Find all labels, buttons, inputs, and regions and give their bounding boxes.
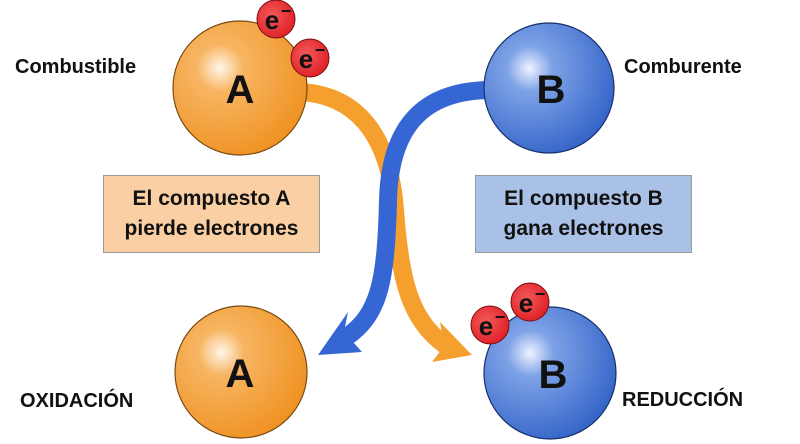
- compound-a-product-symbol: A: [226, 352, 255, 396]
- svg-text:e: e: [299, 44, 313, 74]
- compound-b-product-symbol: B: [539, 353, 568, 397]
- electron-a-2: e −: [290, 38, 330, 78]
- svg-text:−: −: [495, 307, 506, 327]
- svg-text:−: −: [535, 284, 546, 304]
- box-a-line1: El compuesto A: [132, 187, 291, 210]
- label-oxidizer: Comburente: [624, 56, 742, 78]
- svg-text:e: e: [519, 288, 533, 318]
- compound-b-reactant: B: [483, 22, 615, 154]
- electron-b-2: e −: [510, 282, 550, 322]
- compound-b-symbol: B: [537, 68, 566, 112]
- compound-a-symbol: A: [226, 68, 255, 112]
- svg-text:e: e: [265, 5, 279, 35]
- electron-b-1: e −: [470, 305, 510, 345]
- box-compound-b-gains: El compuesto B gana electrones: [475, 175, 692, 253]
- svg-text:e: e: [479, 311, 493, 341]
- svg-text:−: −: [315, 40, 326, 60]
- electron-transfer-arrow-blue: [318, 81, 493, 355]
- svg-text:−: −: [281, 1, 292, 21]
- box-compound-a-loses: El compuesto A pierde electrones: [103, 175, 320, 253]
- compound-b-product: B: [483, 306, 617, 440]
- compound-a-reactant: A: [172, 20, 308, 156]
- box-b-line1: El compuesto B: [504, 187, 663, 210]
- box-b-line2: gana electrones: [503, 217, 664, 240]
- box-a-line2: pierde electrones: [124, 217, 299, 240]
- label-reduction: REDUCCIÓN: [622, 389, 744, 411]
- label-fuel: Combustible: [15, 56, 137, 78]
- electron-a-1: e −: [256, 0, 296, 39]
- compound-a-product: A: [174, 305, 308, 439]
- label-oxidation: OXIDACIÓN: [20, 390, 134, 412]
